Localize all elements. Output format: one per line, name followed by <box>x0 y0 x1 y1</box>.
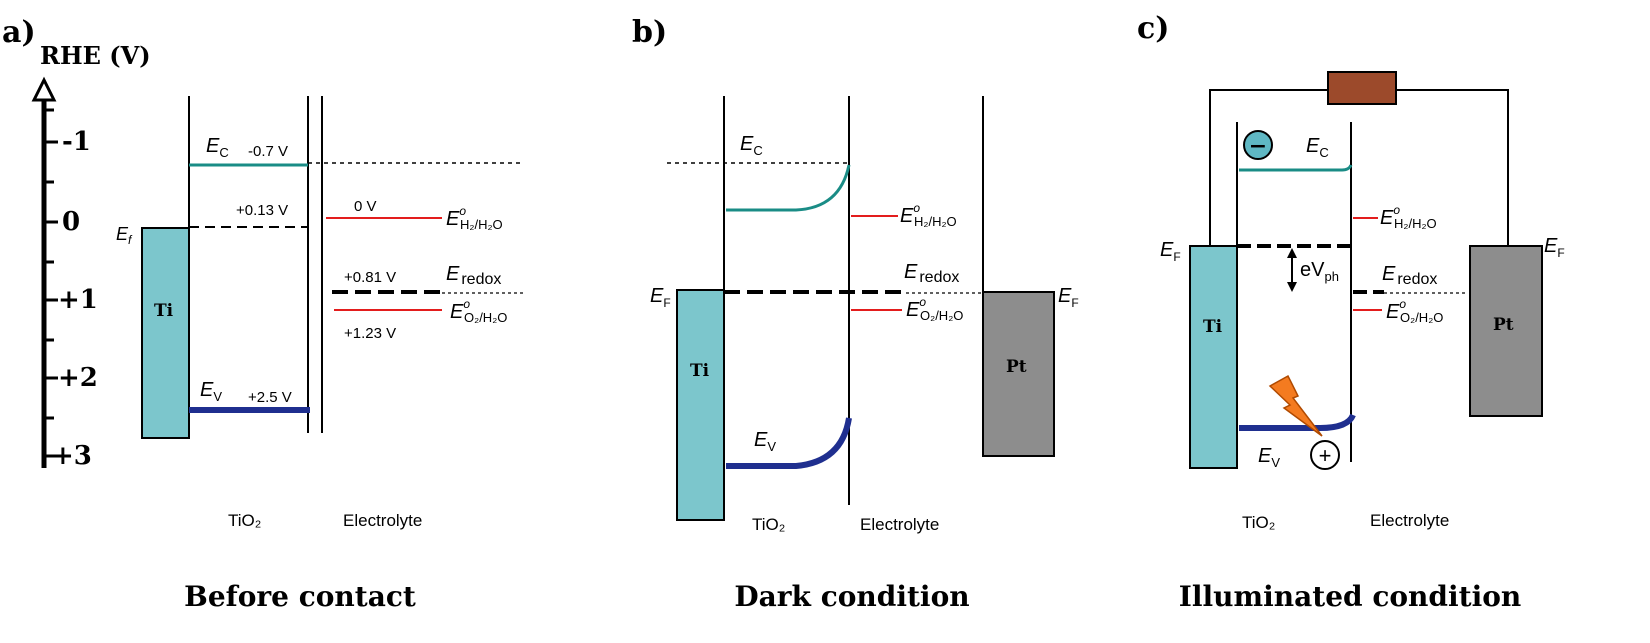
tick-label-plus2: +2 <box>58 363 98 393</box>
axis-ticks <box>44 108 58 458</box>
panel-a: a) RHE (V) -1 0 +1 +2 +3 Ti Ef <box>2 15 524 613</box>
ef-right-label-b: EF <box>1058 285 1079 310</box>
tio2-label-c: TiO₂ <box>1242 513 1275 532</box>
ti-block-c <box>1189 245 1238 469</box>
hole-icon <box>1310 440 1340 470</box>
valence-band-b <box>726 417 852 469</box>
metal-level-label-a: Ef <box>116 224 133 247</box>
ev-label-b: EV <box>754 429 776 454</box>
panel-a-label: a) <box>2 15 36 50</box>
tick-label-minus1: -1 <box>62 127 91 157</box>
ti-block-b <box>676 289 725 521</box>
tio2-label-b: TiO₂ <box>752 515 785 534</box>
photovoltage-arrow-down <box>1287 282 1297 292</box>
electrolyte-label-a: Electrolyte <box>343 511 422 530</box>
ti-label-b: Ti <box>690 361 710 381</box>
electrolyte-label-b: Electrolyte <box>860 515 939 534</box>
pt-block-b <box>982 291 1055 457</box>
electron-symbol: − <box>1249 133 1267 159</box>
ev-label-c: EV <box>1258 445 1280 470</box>
tick-label-plus1: +1 <box>58 285 98 315</box>
conduction-band-b <box>726 164 851 212</box>
ti-label-c: Ti <box>1203 317 1223 337</box>
electron-icon <box>1243 130 1273 160</box>
axis-arrow <box>31 76 57 102</box>
lightning-bolt-icon <box>1268 374 1323 437</box>
tick-label-plus3: +3 <box>52 441 92 471</box>
panel-c-label: c) <box>1137 11 1169 46</box>
caption-b: Dark condition <box>734 580 969 613</box>
ef-left-label-b: EF <box>650 285 671 310</box>
ti-label-a: Ti <box>154 301 174 321</box>
ti-block-a <box>141 227 190 439</box>
redox-value-a: +0.81 V <box>344 269 396 286</box>
h2-value-a: 0 V <box>354 198 377 215</box>
ev-label-a: EV <box>200 379 222 404</box>
pt-block-c <box>1469 245 1543 417</box>
caption-a: Before contact <box>184 580 416 613</box>
fermi-value-a: +0.13 V <box>236 202 288 219</box>
panel-c: c) Ti EF eVph − + Pt EF EC EV <box>1137 11 1565 613</box>
pt-label-b: Pt <box>1006 357 1027 377</box>
conduction-band-c <box>1239 164 1353 172</box>
ef-right-label-c: EF <box>1544 235 1565 260</box>
panel-b-label: b) <box>632 15 667 50</box>
ec-value-a: -0.7 V <box>248 143 288 160</box>
hole-symbol: + <box>1319 443 1332 468</box>
valence-band-c <box>1239 413 1356 431</box>
external-circuit-wire <box>1209 89 1328 246</box>
ev-value-a: +2.5 V <box>248 389 292 406</box>
pt-label-c: Pt <box>1493 315 1514 335</box>
tick-label-0: 0 <box>62 207 80 237</box>
photovoltage-arrow-up <box>1287 248 1297 258</box>
o2-value-a: +1.23 V <box>344 325 396 342</box>
resistor <box>1327 71 1397 105</box>
photovoltage-label: eVph <box>1300 259 1339 284</box>
tio2-label-a: TiO₂ <box>228 511 261 530</box>
axis-title: RHE (V) <box>40 41 151 70</box>
external-circuit-wire-right <box>1396 89 1509 246</box>
ec-label-c: EC <box>1306 135 1329 160</box>
caption-c: Illuminated condition <box>1179 580 1521 613</box>
ef-left-label-c: EF <box>1160 239 1181 264</box>
ec-label-b: EC <box>740 133 763 158</box>
ec-label-a: EC <box>206 135 229 160</box>
electrolyte-label-c: Electrolyte <box>1370 511 1449 530</box>
